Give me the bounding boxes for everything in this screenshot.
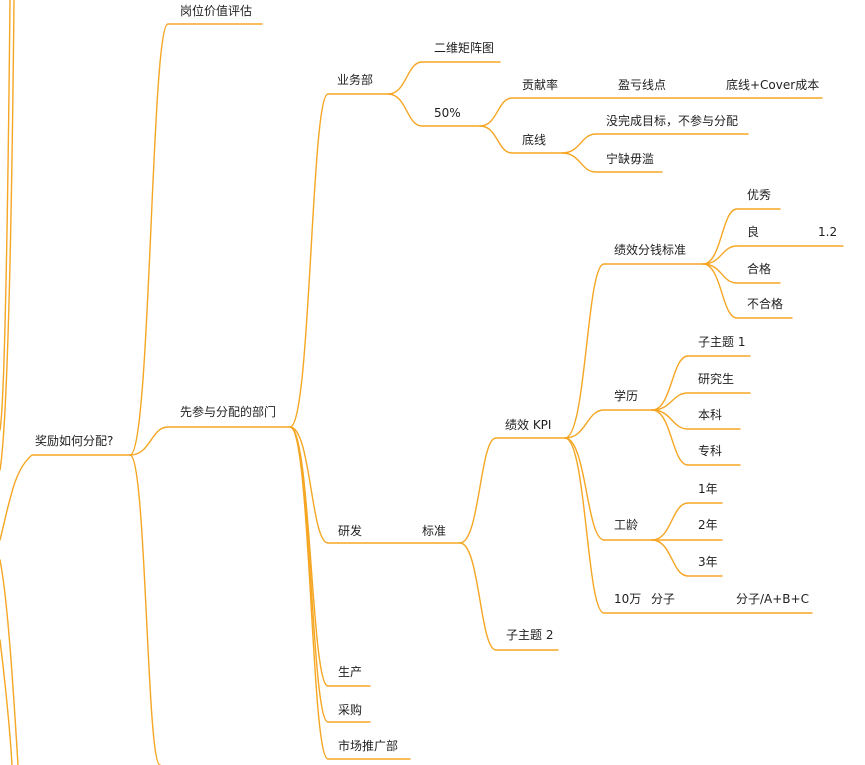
edge-parent-a bbox=[0, 0, 15, 471]
node-subtopic1[interactable]: 子主题 1 bbox=[698, 335, 746, 349]
link-50pct bbox=[387, 93, 481, 127]
link-unqualified bbox=[702, 263, 793, 319]
node-subtopic2[interactable]: 子主题 2 bbox=[506, 628, 554, 642]
link-baseline bbox=[479, 125, 563, 154]
link-root bbox=[0, 454, 131, 541]
link-qualified bbox=[702, 263, 781, 284]
link-rather-none bbox=[561, 152, 663, 173]
node-first-dept[interactable]: 先参与分配的部门 bbox=[180, 405, 277, 419]
root-node[interactable]: 奖励如何分配? bbox=[35, 434, 114, 448]
node-production[interactable]: 生产 bbox=[338, 665, 363, 679]
link-business bbox=[289, 93, 389, 428]
node-qualified[interactable]: 合格 bbox=[747, 262, 772, 276]
link-seniority bbox=[564, 437, 653, 541]
link-good bbox=[702, 245, 844, 265]
node-breakeven[interactable]: 盈亏线点 bbox=[618, 78, 667, 92]
node-seniority[interactable]: 工龄 bbox=[614, 518, 639, 532]
node-rnd[interactable]: 研发 bbox=[338, 524, 363, 538]
node-unqualified[interactable]: 不合格 bbox=[747, 297, 784, 311]
link-excellent bbox=[702, 208, 781, 265]
link-y3 bbox=[651, 539, 723, 577]
node-rather-none[interactable]: 宁缺毋滥 bbox=[606, 152, 655, 166]
node-college[interactable]: 专科 bbox=[698, 444, 723, 458]
link-pool bbox=[564, 437, 813, 614]
node-business[interactable]: 业务部 bbox=[337, 73, 374, 87]
node-perf-grade[interactable]: 绩效分钱标准 bbox=[614, 243, 687, 257]
link-kpi bbox=[459, 437, 566, 544]
node-purchasing[interactable]: 采购 bbox=[338, 703, 363, 717]
node-baseline-cover[interactable]: 底线+Cover成本 bbox=[726, 78, 820, 92]
node-contribution[interactable]: 贡献率 bbox=[522, 78, 559, 92]
link-job-value bbox=[129, 23, 263, 456]
link-first-dept bbox=[129, 426, 291, 456]
link-college bbox=[651, 409, 741, 466]
edge-parent-d bbox=[0, 639, 13, 765]
node-standard[interactable]: 标准 bbox=[422, 524, 447, 538]
node-bachelor[interactable]: 本科 bbox=[698, 408, 723, 422]
link-bachelor bbox=[651, 409, 741, 430]
node-year1[interactable]: 1年 bbox=[698, 482, 718, 496]
link-rnd bbox=[289, 426, 461, 544]
link-no-target bbox=[561, 133, 749, 154]
node-50pct[interactable]: 50% bbox=[434, 106, 461, 120]
link-perf-grade bbox=[564, 263, 704, 439]
node-year3[interactable]: 3年 bbox=[698, 555, 718, 569]
node-master[interactable]: 研究生 bbox=[698, 372, 735, 386]
node-marketing[interactable]: 市场推广部 bbox=[338, 739, 399, 753]
link-matrix bbox=[387, 61, 501, 95]
link-subtopic1 bbox=[651, 355, 751, 411]
node-education[interactable]: 学历 bbox=[614, 389, 639, 403]
node-kpi[interactable]: 绩效 KPI bbox=[505, 418, 552, 432]
link-subtopic2 bbox=[459, 542, 559, 651]
edge-parent-c bbox=[0, 559, 19, 765]
link-marketing bbox=[289, 426, 411, 760]
node-good-value[interactable]: 1.2 bbox=[818, 225, 838, 239]
node-numerator[interactable]: 分子 bbox=[651, 592, 676, 606]
link-root-bottom bbox=[129, 454, 161, 765]
edge-parent-b bbox=[0, 0, 11, 431]
node-pool-10w[interactable]: 10万 bbox=[614, 592, 642, 606]
node-no-target[interactable]: 没完成目标，不参与分配 bbox=[606, 114, 739, 128]
node-excellent[interactable]: 优秀 bbox=[747, 188, 772, 202]
link-y1 bbox=[651, 502, 723, 541]
link-contribution bbox=[479, 97, 823, 127]
node-job-value[interactable]: 岗位价值评估 bbox=[180, 4, 253, 18]
node-formula[interactable]: 分子/A+B+C bbox=[736, 592, 809, 606]
node-baseline[interactable]: 底线 bbox=[522, 133, 547, 147]
link-education bbox=[564, 409, 653, 439]
node-matrix[interactable]: 二维矩阵图 bbox=[434, 41, 495, 55]
node-year2[interactable]: 2年 bbox=[698, 518, 718, 532]
node-good[interactable]: 良 bbox=[747, 225, 760, 239]
link-master bbox=[651, 392, 751, 411]
